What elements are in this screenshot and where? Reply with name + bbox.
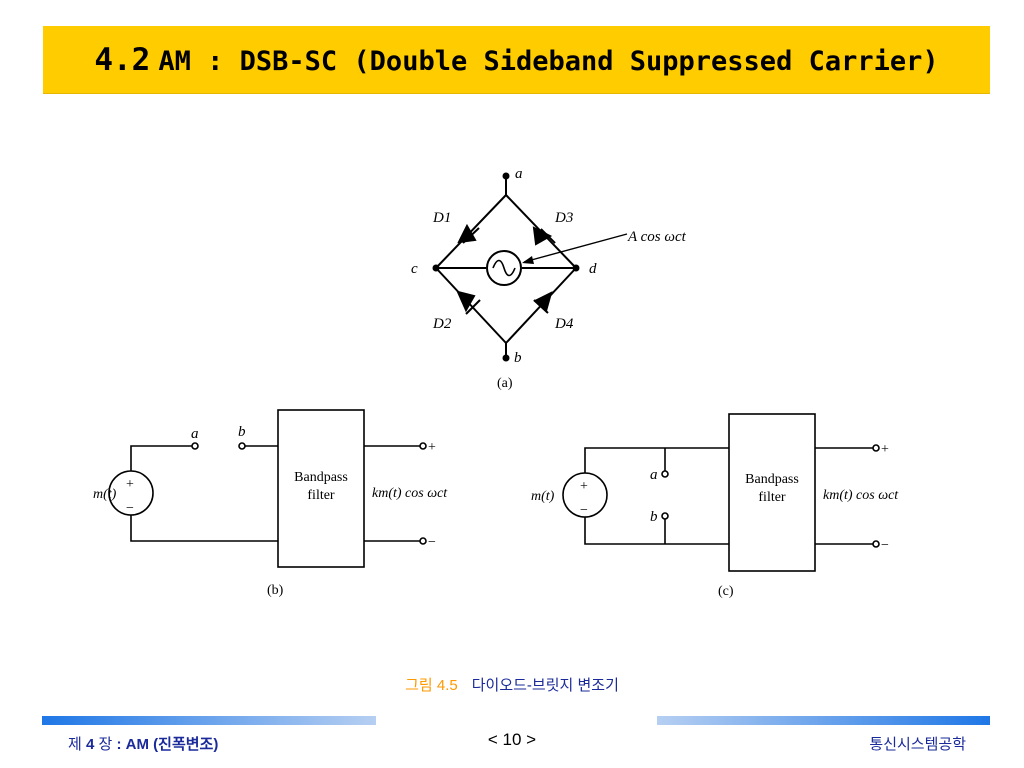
circuit-b-bandpass-filter xyxy=(277,409,365,568)
circuit-c-terminal-b-label: b xyxy=(650,509,658,525)
circuit-b-wire-top xyxy=(130,445,192,471)
diode-d3-label: D3 xyxy=(554,210,573,226)
leader-arrow-icon xyxy=(522,256,534,264)
circuit-b-terminal-a-label: a xyxy=(191,426,199,442)
diode-d3-icon xyxy=(532,226,553,246)
node-d-label: d xyxy=(589,261,597,277)
diode-d2-icon xyxy=(456,290,476,313)
chapter-prefix: 제 xyxy=(68,736,82,753)
diode-d3-bar xyxy=(540,228,556,244)
caption-text: 다이오드-브릿지 변조기 xyxy=(471,677,619,694)
circuit-b-filter-label-1: Bandpass xyxy=(294,470,348,485)
circuit-c-wire-bottom xyxy=(584,517,729,545)
sine-wave-icon xyxy=(492,259,516,277)
carrier-source-symbol xyxy=(486,250,522,286)
circuit-c-source-label: m(t) xyxy=(531,489,555,504)
circuit-b-source-plus: + xyxy=(126,477,134,492)
node-c-label: c xyxy=(411,261,418,277)
title-text: AM : DSB-SC (Double Sideband Suppressed … xyxy=(158,45,939,77)
chapter-separator: : xyxy=(116,736,122,753)
chapter-subtitle: (진폭변조) xyxy=(153,736,219,753)
carrier-label: A cos ωct xyxy=(627,229,687,245)
circuit-b-terminal-a xyxy=(191,442,199,450)
bridge-arm-d2 xyxy=(435,267,507,344)
circuit-c-terminal-a-label: a xyxy=(650,467,658,483)
node-b-dot xyxy=(502,354,510,362)
diode-bridge-modulator-diagram: a b c d D1 D2 D3 D4 A cos ωct (a) m(t) +… xyxy=(93,166,899,599)
diode-d4-label: D4 xyxy=(554,316,574,332)
diode-d1-label: D1 xyxy=(432,210,451,226)
circuit-c-output-label: km(t) cos ωct xyxy=(823,488,899,503)
circuit-b-source-minus: − xyxy=(126,501,134,516)
circuit-b-source-label: m(t) xyxy=(93,487,117,502)
node-d-dot xyxy=(572,264,580,272)
footer-chapter: 제 4 장 : AM (진폭변조) xyxy=(68,733,218,754)
circuit-c-source-minus: − xyxy=(580,503,588,518)
circuit-c-filter-label-2: filter xyxy=(758,490,786,505)
circuit-c-source-plus: + xyxy=(580,479,588,494)
circuit-b-terminal-b-label: b xyxy=(238,424,246,440)
diode-d2-bar xyxy=(465,299,481,315)
circuit-c-out-minus: − xyxy=(881,538,889,553)
circuit-b-out-minus-terminal xyxy=(419,537,427,545)
carrier-leader-line xyxy=(523,233,628,263)
caption-label: 그림 4.5 xyxy=(405,677,458,694)
sublabel-c: (c) xyxy=(718,584,734,599)
diode-d2-label: D2 xyxy=(432,316,452,332)
course-name: 통신시스템공학 xyxy=(869,736,966,753)
circuit-b-out-minus: − xyxy=(428,535,436,550)
circuit-c-out-plus-terminal xyxy=(872,444,880,452)
circuit-c-terminal-a xyxy=(661,470,669,478)
sublabel-a: (a) xyxy=(497,376,513,391)
node-a-label: a xyxy=(515,166,523,182)
circuit-b-output-label: km(t) cos ωct xyxy=(372,486,448,501)
sublabel-b: (b) xyxy=(267,583,284,598)
circuit-b-out-plus: + xyxy=(428,440,436,455)
node-c-dot xyxy=(432,264,440,272)
circuit-c-bandpass-filter xyxy=(728,413,816,572)
chapter-number: 4 xyxy=(85,736,95,753)
circuit-b-filter-label-2: filter xyxy=(307,488,335,503)
circuit-b-out-plus-terminal xyxy=(419,442,427,450)
page-number: < 10 > xyxy=(487,730,537,749)
diode-d4-bar xyxy=(533,299,549,314)
node-a-dot xyxy=(502,172,510,180)
circuit-c-out-minus-terminal xyxy=(872,540,880,548)
circuit-b-wire-bottom xyxy=(130,515,278,542)
circuit-c-filter-label-1: Bandpass xyxy=(745,472,799,487)
footer-right-bar xyxy=(657,716,990,725)
figure-caption: 그림 4.5 다이오드-브릿지 변조기 xyxy=(0,674,1024,695)
diode-d1-bar xyxy=(462,227,480,244)
circuit-c-terminal-b xyxy=(661,512,669,520)
circuit-c-out-plus: + xyxy=(881,442,889,457)
chapter-name: AM xyxy=(125,736,149,753)
circuit-b-terminal-b xyxy=(238,442,246,450)
section-number: 4.2 xyxy=(94,41,151,78)
diode-d1-icon xyxy=(457,223,477,244)
circuit-c-wire-top xyxy=(584,447,729,473)
chapter-word: 장 xyxy=(98,736,113,753)
footer-left-bar xyxy=(42,716,376,725)
node-b-label: b xyxy=(514,350,522,366)
